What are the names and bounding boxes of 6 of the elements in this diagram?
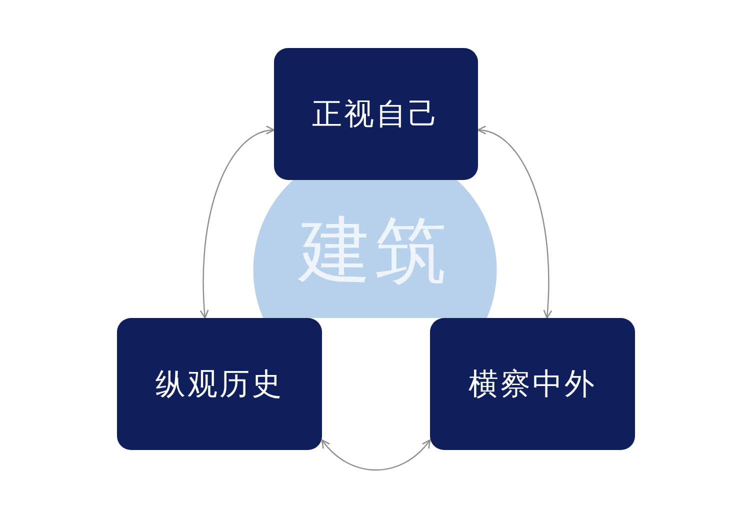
double-arrow <box>477 126 552 319</box>
double-arrow <box>200 126 275 319</box>
process-box: 横察中外 <box>430 318 635 450</box>
double-arrow <box>321 439 431 471</box>
process-box: 正视自己 <box>274 48 478 180</box>
process-box: 纵观历史 <box>117 318 322 450</box>
